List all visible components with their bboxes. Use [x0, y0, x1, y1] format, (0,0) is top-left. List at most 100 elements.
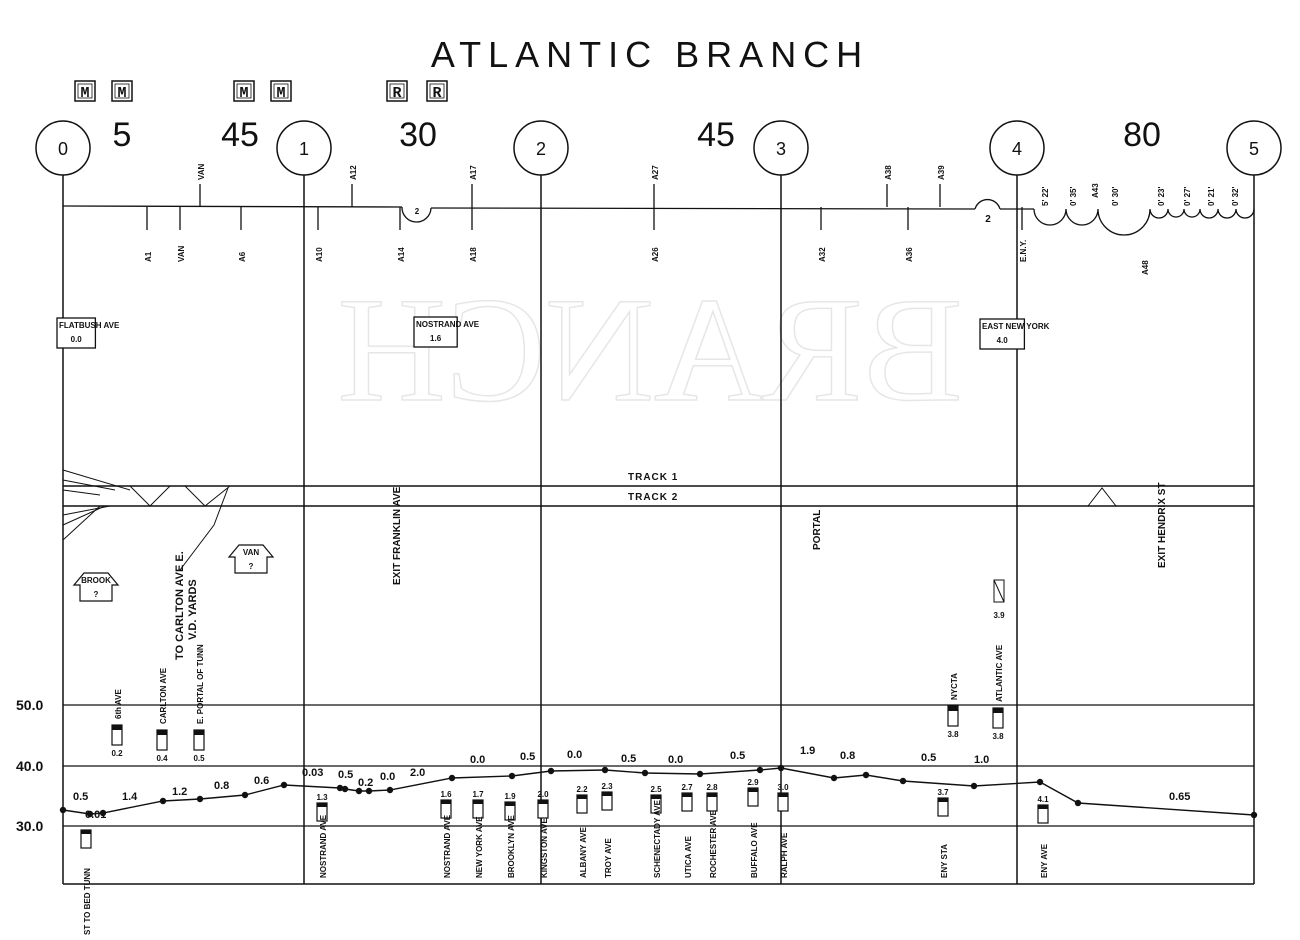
speed-limit: 30: [399, 116, 437, 154]
station-mile: 4.1: [1037, 795, 1049, 804]
station-mile: 1.9: [504, 792, 516, 801]
signal-box: R: [426, 80, 448, 102]
elevation-point: [1250, 811, 1258, 819]
station-mile: 2.3: [601, 782, 613, 791]
milepost-label: 1: [299, 139, 309, 159]
grade-label: 0.0: [380, 771, 395, 783]
track-1-label: TRACK 1: [628, 472, 678, 483]
grade-label: 0.2: [358, 777, 373, 789]
crossover-line: [62, 469, 131, 491]
bridge-label-bottom: A6: [238, 251, 247, 262]
grade-label: 0.0: [668, 754, 683, 766]
station-platform-top: [778, 793, 788, 797]
elevation-point: [159, 797, 167, 805]
milepost: 0: [35, 120, 91, 884]
curve-label: 0' 23': [1157, 187, 1166, 206]
station-mile: 2.0: [537, 790, 549, 799]
station-platform-top: [651, 795, 661, 799]
elevation-point: [196, 795, 204, 803]
platform-marker-top: [157, 730, 167, 735]
crossover-line: [184, 485, 206, 507]
station-name: KINGSTON AVE: [540, 817, 549, 878]
station-name: ENY STA: [940, 844, 949, 878]
signal-inner: [236, 83, 252, 99]
station-platform-top: [1038, 805, 1048, 809]
crossover-line: [149, 485, 171, 507]
yard-house-outline: [227, 544, 275, 574]
bridge-label-bottom: A14: [397, 247, 406, 262]
high-platform-mile: 3.8: [992, 732, 1004, 741]
signal-box: M: [74, 80, 96, 102]
grade-label: 1.4: [122, 791, 138, 803]
bridge-label-bottom: A26: [651, 247, 660, 262]
platform-marker-top: [993, 708, 1003, 713]
elevation-point: [862, 771, 870, 779]
station-mile: 2.2: [576, 785, 588, 794]
curve-label: A48: [1141, 260, 1150, 275]
signal-frame: [386, 80, 408, 102]
grade-label: 0.0: [567, 749, 582, 761]
signal-frame: [233, 80, 255, 102]
signal-frame: [74, 80, 96, 102]
yard-house-code: ?: [249, 562, 254, 571]
signal-label: M: [239, 85, 248, 102]
station-name: NEW YORK AVE: [475, 816, 484, 878]
elevation-axis-label: 50.0: [16, 697, 43, 713]
bridge-label-top: A38: [884, 165, 893, 180]
bridge-label-bottom: E.N.Y.: [1019, 240, 1028, 262]
grade-label: 1.2: [172, 786, 187, 798]
bridge-label-bottom: VAN: [177, 245, 186, 262]
elevation-point: [1036, 778, 1044, 786]
station-house-body: [413, 316, 458, 348]
station-name: ROCHESTER AVE: [709, 809, 718, 878]
grade-label: 1.9: [800, 745, 815, 757]
station-name: ALBANY AVE: [579, 826, 588, 878]
station-house-name: NOSTRAND AVE: [416, 320, 480, 329]
bridge-label-bottom: A32: [818, 247, 827, 262]
elevation-point: [899, 777, 907, 785]
track-note: EXIT HENDRIX ST: [1157, 482, 1168, 568]
elevation-point: [241, 791, 249, 799]
track-note: PORTAL: [812, 510, 823, 550]
station-mile: 2.7: [681, 783, 693, 792]
high-platform-name: NYCTA: [950, 673, 959, 700]
high-platform: ATLANTIC AVE 3.8: [992, 644, 1004, 741]
station-platform-top: [682, 793, 692, 797]
station-platform-top: [81, 830, 91, 834]
yard-house: VAN?: [227, 544, 275, 574]
curve-arc: [974, 198, 1001, 210]
station-platform-top: [602, 792, 612, 796]
high-platform-name: ATLANTIC AVE: [995, 644, 1004, 702]
signal-label: R: [432, 85, 441, 102]
signal-box: M: [270, 80, 292, 102]
elevation-point: [336, 784, 344, 792]
station-mile: 2.8: [706, 783, 718, 792]
signal-frame: [270, 80, 292, 102]
station-platform-top: [441, 800, 451, 804]
station-platform-top: [938, 798, 948, 802]
elevation-point: [86, 810, 94, 818]
speed-limit: 45: [697, 116, 735, 154]
elevation-point: [355, 787, 363, 795]
elevation-point: [970, 782, 978, 790]
grade-label: 0.5: [730, 750, 745, 762]
grade-label: 1.0: [974, 754, 989, 766]
high-platform-mile: 0.4: [156, 754, 168, 763]
elevation-point: [1074, 799, 1082, 807]
high-platform-name: 6th AVE: [114, 689, 123, 719]
speed-limit: 5: [113, 116, 132, 154]
signal-label: M: [276, 85, 285, 102]
signal-box: R: [386, 80, 408, 102]
station-platform-top: [707, 793, 717, 797]
bridge-label-top: A17: [469, 165, 478, 180]
